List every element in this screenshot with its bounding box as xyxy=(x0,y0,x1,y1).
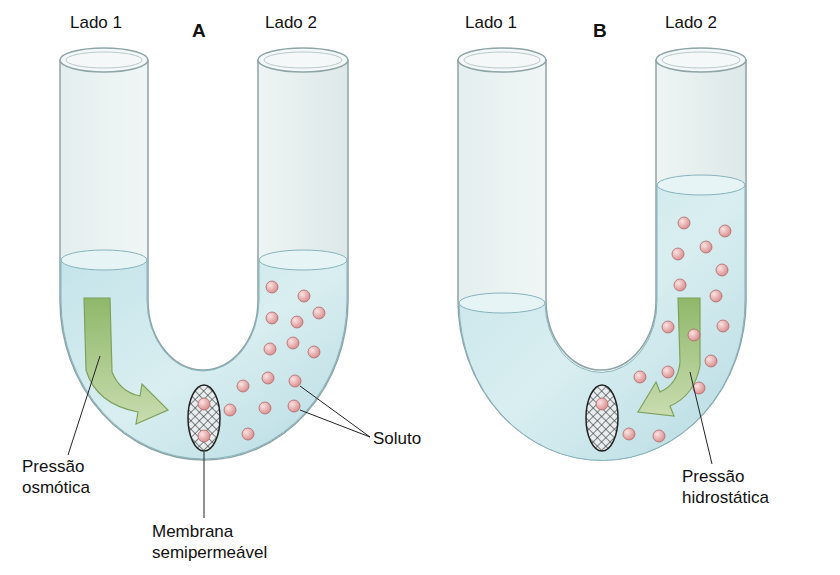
side-label: Lado 2 xyxy=(265,12,345,33)
callout-label: Pressão hidrostática xyxy=(682,466,802,508)
side-label: Lado 2 xyxy=(665,12,745,33)
callout-label: Pressão osmótica xyxy=(22,456,104,498)
callout-label: Soluto xyxy=(373,428,453,449)
callout-label: Membrana semipermeável xyxy=(152,521,292,563)
panel-letter: A xyxy=(192,20,216,41)
panel-letter: B xyxy=(593,20,617,41)
tube-b xyxy=(458,48,746,461)
leader-lines xyxy=(68,356,712,518)
side-label: Lado 1 xyxy=(465,12,545,33)
side-label: Lado 1 xyxy=(70,12,150,33)
tube-a xyxy=(60,48,348,460)
